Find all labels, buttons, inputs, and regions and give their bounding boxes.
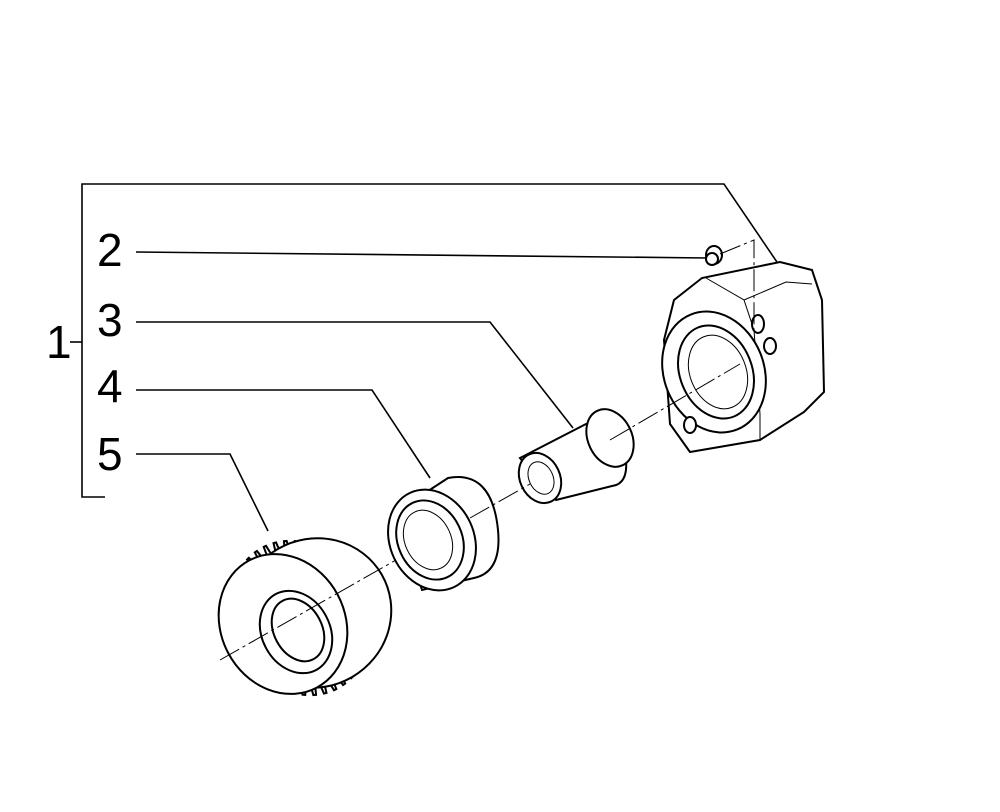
leader-line-5 <box>136 453 269 532</box>
housing-part <box>661 260 826 454</box>
leader-line-4 <box>136 389 431 479</box>
bushing-part <box>517 408 635 505</box>
callout-4: 4 <box>97 360 123 412</box>
gear-part <box>217 537 393 697</box>
center-axis <box>219 239 755 661</box>
callout-5: 5 <box>97 428 123 480</box>
group-bracket <box>70 183 782 498</box>
callout-3: 3 <box>97 294 123 346</box>
leader-line-2 <box>135 251 709 259</box>
fitting-part <box>705 245 723 266</box>
callout-1: 1 <box>46 316 72 368</box>
bearing-part <box>387 476 500 592</box>
leader-line-3 <box>136 321 574 429</box>
callout-2: 2 <box>97 224 123 276</box>
